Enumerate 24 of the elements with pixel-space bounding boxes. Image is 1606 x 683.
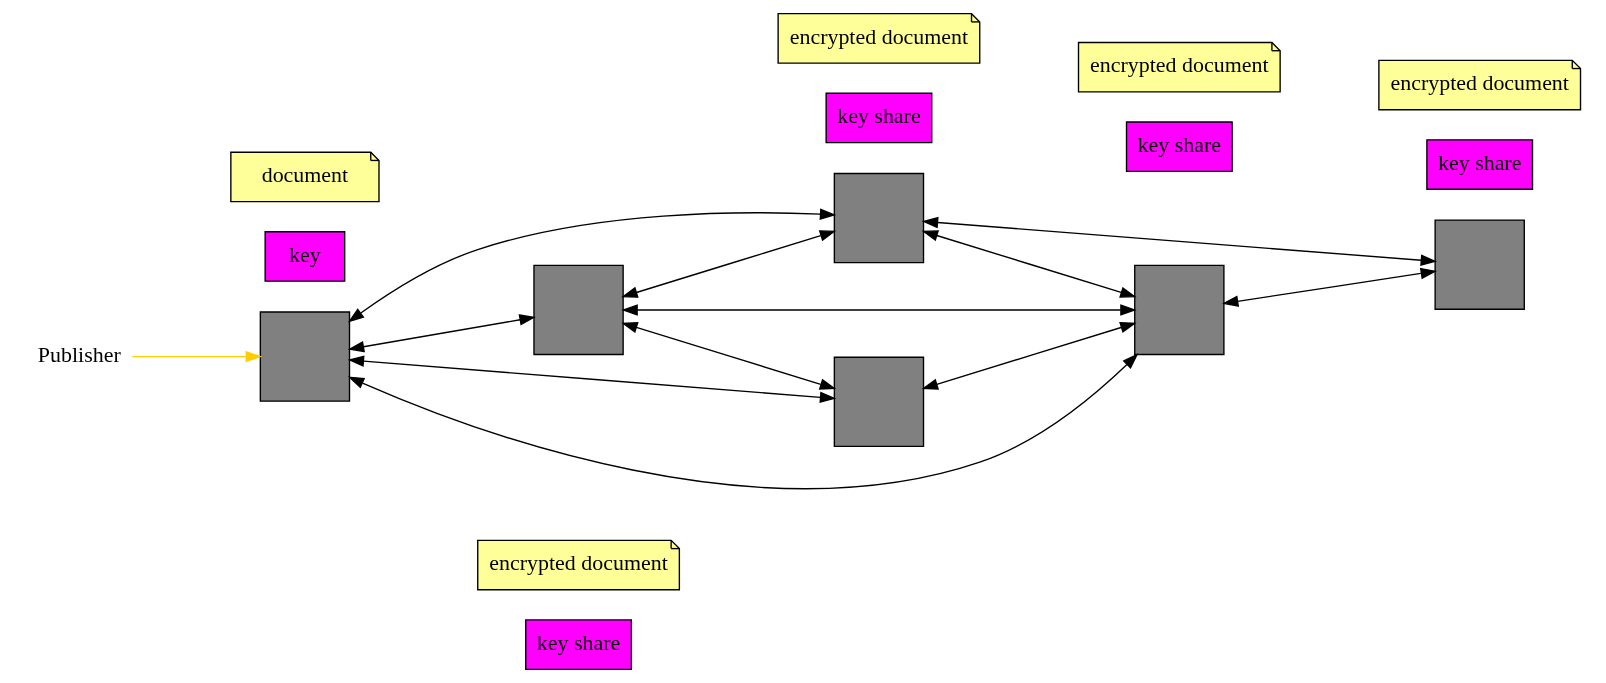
- node-box: [532, 264, 624, 356]
- arrow: [347, 355, 836, 404]
- node-box: [833, 356, 924, 448]
- arrow: [131, 350, 262, 363]
- node-text: Publisher: [37, 341, 121, 367]
- node-box: [1433, 219, 1525, 310]
- arrow: [1221, 267, 1437, 307]
- node-box: [1133, 264, 1225, 356]
- arrow: [620, 304, 1137, 316]
- node-box: key share: [824, 92, 932, 144]
- arrow: [921, 322, 1137, 390]
- arrow: [347, 314, 536, 353]
- node-box: [259, 311, 350, 402]
- arrow: [620, 230, 836, 298]
- node-box: [833, 172, 924, 264]
- arrow: [347, 353, 1138, 490]
- node-box: key share: [1125, 121, 1233, 173]
- node-box: key: [263, 231, 345, 282]
- node-box: key share: [524, 619, 632, 670]
- arrow: [921, 230, 1137, 298]
- arrow: [347, 208, 836, 323]
- node-box: key share: [1425, 139, 1533, 190]
- arrow: [921, 216, 1437, 266]
- arrow: [620, 322, 836, 390]
